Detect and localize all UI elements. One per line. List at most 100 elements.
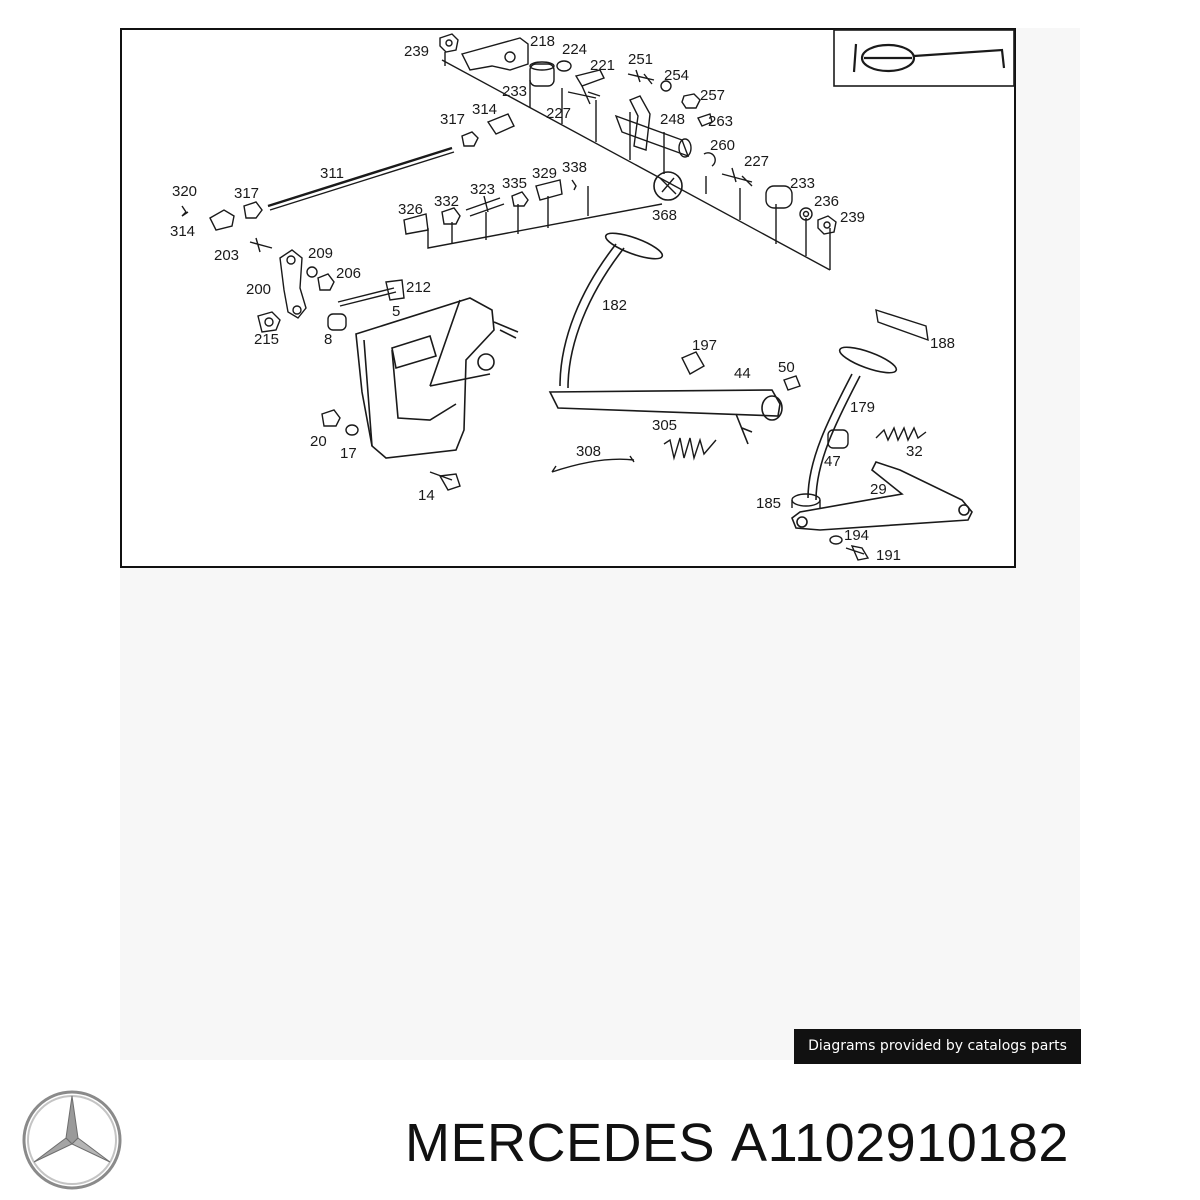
callout: 14 xyxy=(418,487,435,504)
nut-206 xyxy=(317,273,335,291)
bolt-14 xyxy=(429,471,461,491)
bolt-203 xyxy=(249,237,273,253)
callout: 233 xyxy=(790,175,815,192)
callout: 209 xyxy=(308,245,333,262)
callout: 311 xyxy=(320,165,344,182)
callout: 215 xyxy=(254,331,279,348)
callout: 257 xyxy=(700,87,725,104)
shaft-248 xyxy=(614,95,692,158)
cap-326 xyxy=(403,213,429,235)
nut-239-top xyxy=(439,33,459,53)
bolt-221 xyxy=(574,69,605,87)
callout: 218 xyxy=(530,33,555,50)
nut-257 xyxy=(681,93,701,109)
callout: 320 xyxy=(172,183,197,200)
callout: 44 xyxy=(734,365,751,382)
clutch-pedal-182 xyxy=(559,232,664,389)
callout: 314 xyxy=(472,101,497,118)
socket-329 xyxy=(535,179,563,201)
nut-20 xyxy=(321,409,341,427)
callout: 179 xyxy=(850,399,875,416)
bolt-212 xyxy=(337,279,405,307)
callout: 239 xyxy=(840,209,865,226)
nut-317-left xyxy=(243,201,263,219)
washer-209 xyxy=(306,266,318,278)
pedal-arm-29 xyxy=(791,461,973,531)
callout: 20 xyxy=(310,433,327,450)
callout: 50 xyxy=(778,359,795,376)
bushing-233-right xyxy=(765,185,793,209)
callout: 317 xyxy=(440,111,465,128)
callout: 200 xyxy=(246,281,271,298)
callout: 206 xyxy=(336,265,361,282)
spring-308 xyxy=(551,455,635,473)
rod-311 xyxy=(267,146,455,211)
callout: 329 xyxy=(532,165,557,182)
nut-335 xyxy=(511,191,529,207)
callout: 335 xyxy=(502,175,527,192)
callout: 5 xyxy=(392,303,400,320)
callout: 221 xyxy=(590,57,615,74)
callout: 224 xyxy=(562,41,587,58)
callout: 203 xyxy=(214,247,239,264)
callout: 332 xyxy=(434,193,459,210)
leader-line-main xyxy=(441,59,831,271)
callout: 338 xyxy=(562,159,587,176)
bushing-47 xyxy=(827,429,849,449)
callout: 197 xyxy=(692,337,717,354)
lever-200 xyxy=(279,249,307,319)
bolt-227-top xyxy=(567,85,601,105)
ball-socket-314-top xyxy=(486,113,515,135)
part-number: A1102910182 xyxy=(731,1113,1069,1173)
brand-name: MERCEDES xyxy=(405,1113,716,1173)
mercedes-star-logo-icon xyxy=(22,1090,122,1190)
bolt-191 xyxy=(845,545,870,561)
washer-254 xyxy=(660,80,672,92)
callout: 260 xyxy=(710,137,735,154)
callout: 323 xyxy=(470,181,495,198)
ball-socket-314-left xyxy=(209,209,235,231)
callout: 248 xyxy=(660,111,685,128)
callout: 212 xyxy=(406,279,431,296)
brake-pedal-179 xyxy=(807,346,898,501)
bracket-218 xyxy=(460,37,529,71)
callout: 326 xyxy=(398,201,423,218)
washer-224 xyxy=(556,60,572,72)
washer-236 xyxy=(799,207,813,221)
callout: 182 xyxy=(602,297,627,314)
callout-labels: 239 218 224 221 251 254 257 263 233 227 … xyxy=(170,33,955,564)
washer-17 xyxy=(345,424,359,436)
callout: 308 xyxy=(576,443,601,460)
callout: 47 xyxy=(824,453,841,470)
pedal-symbol-icon xyxy=(852,43,1006,73)
inset-symbol-box xyxy=(833,29,1015,87)
callout: 227 xyxy=(744,153,769,170)
callout: 314 xyxy=(170,223,195,240)
callout: 32 xyxy=(906,443,923,460)
callout: 191 xyxy=(876,547,901,564)
bolt-227-right xyxy=(721,167,753,187)
callout: 188 xyxy=(930,335,955,352)
callout: 194 xyxy=(844,527,869,544)
grease-nipple-50 xyxy=(783,375,801,391)
diagram-credit-badge: Diagrams provided by catalogs parts xyxy=(794,1029,1081,1064)
callout: 317 xyxy=(234,185,259,202)
spring-305 xyxy=(663,437,717,461)
clip-320 xyxy=(181,205,189,217)
parts-diagram-frame xyxy=(120,28,1016,568)
clip-260 xyxy=(703,152,716,167)
bolt-263 xyxy=(697,113,713,127)
callout: 236 xyxy=(814,193,839,210)
spring-32 xyxy=(875,426,927,442)
nut-239-right xyxy=(817,215,837,235)
nut-332 xyxy=(441,207,461,225)
bushing-233-top xyxy=(529,61,555,87)
nut-317-top xyxy=(461,131,479,147)
callout: 227 xyxy=(546,105,571,122)
bushing-8 xyxy=(327,313,347,331)
callout: 239 xyxy=(404,43,429,60)
pedal-arm-44 xyxy=(548,389,783,445)
nut-215 xyxy=(257,311,281,333)
